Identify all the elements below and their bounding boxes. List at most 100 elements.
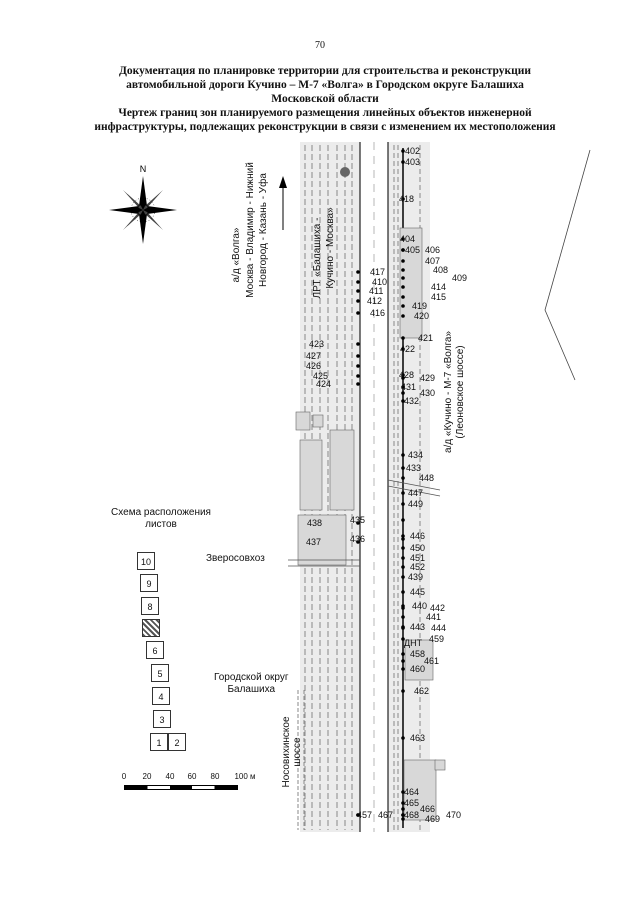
point-label: 437 [306,537,321,547]
point-label: 444 [431,623,446,633]
volga-road-label-3: Новгород - Казань - Уфа [257,173,269,287]
point-label: 409 [452,273,467,283]
point-label: 411 [369,286,383,296]
document-header: Документация по планировке территории дл… [60,64,590,134]
point-marker [356,270,360,274]
point-marker [401,565,405,569]
point-marker [356,289,360,293]
point-label: 459 [429,634,444,644]
sheet-5: 5 [151,664,169,682]
point-label: 422 [400,344,415,354]
nosovikhinskoe-label-1: Носовихинское [281,716,292,788]
point-label: 416 [370,308,385,318]
point-label: 415 [431,292,446,302]
point-marker [356,382,360,386]
point-label: 434 [408,450,423,460]
point-label: 451 [410,553,425,563]
point-marker [401,304,405,308]
nosovikhinskoe-label-2: шоссе [292,737,303,767]
header-line-1: Документация по планировке территории дл… [119,65,531,77]
point-marker [401,276,405,280]
point-label: 440 [412,601,427,611]
scale-tick-20: 20 [142,772,152,781]
header-line-4: Чертеж границ зон планируемого размещени… [118,107,532,119]
point-marker [356,540,360,544]
point-marker [401,736,405,740]
point-marker [401,502,405,506]
point-marker [401,667,405,671]
point-label: 458 [410,649,425,659]
point-label: 467 [378,810,393,820]
point-label: 464 [404,787,419,797]
point-marker [356,374,360,378]
point-label: 439 [408,572,423,582]
point-marker [401,575,405,579]
point-label: 470 [446,810,461,820]
point-marker [356,280,360,284]
point-label: 463 [410,733,425,743]
point-marker [401,295,405,299]
point-label: 417 [370,267,385,277]
point-marker [401,373,405,377]
point-label: 427 [306,351,321,361]
point-marker [401,518,405,522]
point-label: 450 [410,543,425,553]
scale-tick-0: 0 [121,772,127,781]
point-label: 469 [425,814,440,824]
point-marker [401,790,405,794]
sheet-2: 2 [168,733,186,751]
point-marker [356,299,360,303]
scale-tick-60: 60 [187,772,197,781]
point-label: 425 [313,371,328,381]
point-label: 431 [401,382,416,392]
point-marker [401,268,405,272]
point-label: 461 [424,656,439,666]
point-label: 418 [399,194,414,204]
city-district-label-line-1: Городской округ [214,672,289,683]
point-label: 432 [404,396,419,406]
point-label: 412 [367,296,382,306]
point-label: 452 [410,562,425,572]
point-marker [356,364,360,368]
point-label: 429 [420,373,435,383]
header-line-3: Московской области [271,93,379,105]
sheet-3: 3 [153,710,171,728]
point-marker [356,521,360,525]
compass-north-label: N [140,164,147,174]
scale-tick-40: 40 [165,772,175,781]
dnt-label: ДНТ [404,638,423,648]
point-marker [356,354,360,358]
kuchino-road-label-2: (Леоновское шоссе) [455,345,466,438]
compass-rose-icon: N [109,164,177,244]
point-label: 424 [316,379,331,389]
scale-tick-80: 80 [210,772,220,781]
point-label: 443 [410,622,425,632]
point-marker [401,491,405,495]
sheet-scheme-title: Схема расположения листов [98,507,224,531]
sheet-4: 4 [152,687,170,705]
point-label: 438 [307,518,322,528]
point-label: 445 [410,587,425,597]
point-marker [401,197,405,201]
point-marker [401,807,405,811]
point-marker [401,590,405,594]
point-label: 428 [399,370,414,380]
sheet-8: 8 [141,597,159,615]
nosovikhinskoe-road [297,690,305,830]
direction-arrow-icon [279,176,287,230]
point-marker [401,606,405,610]
point-label: 402 [405,146,420,156]
point-label: 421 [418,333,433,343]
city-district-label: Городской округ Балашиха [214,672,289,696]
point-label: 420 [414,311,429,321]
point-marker [401,813,405,817]
point-label: 433 [406,463,421,473]
point-label: 419 [412,301,427,311]
point-label: 426 [306,361,321,371]
header-line-5: инфраструктуры, подлежащих реконструкции… [94,121,556,133]
point-label: 414 [431,282,446,292]
point-marker [401,336,405,340]
point-label: 447 [408,488,423,498]
